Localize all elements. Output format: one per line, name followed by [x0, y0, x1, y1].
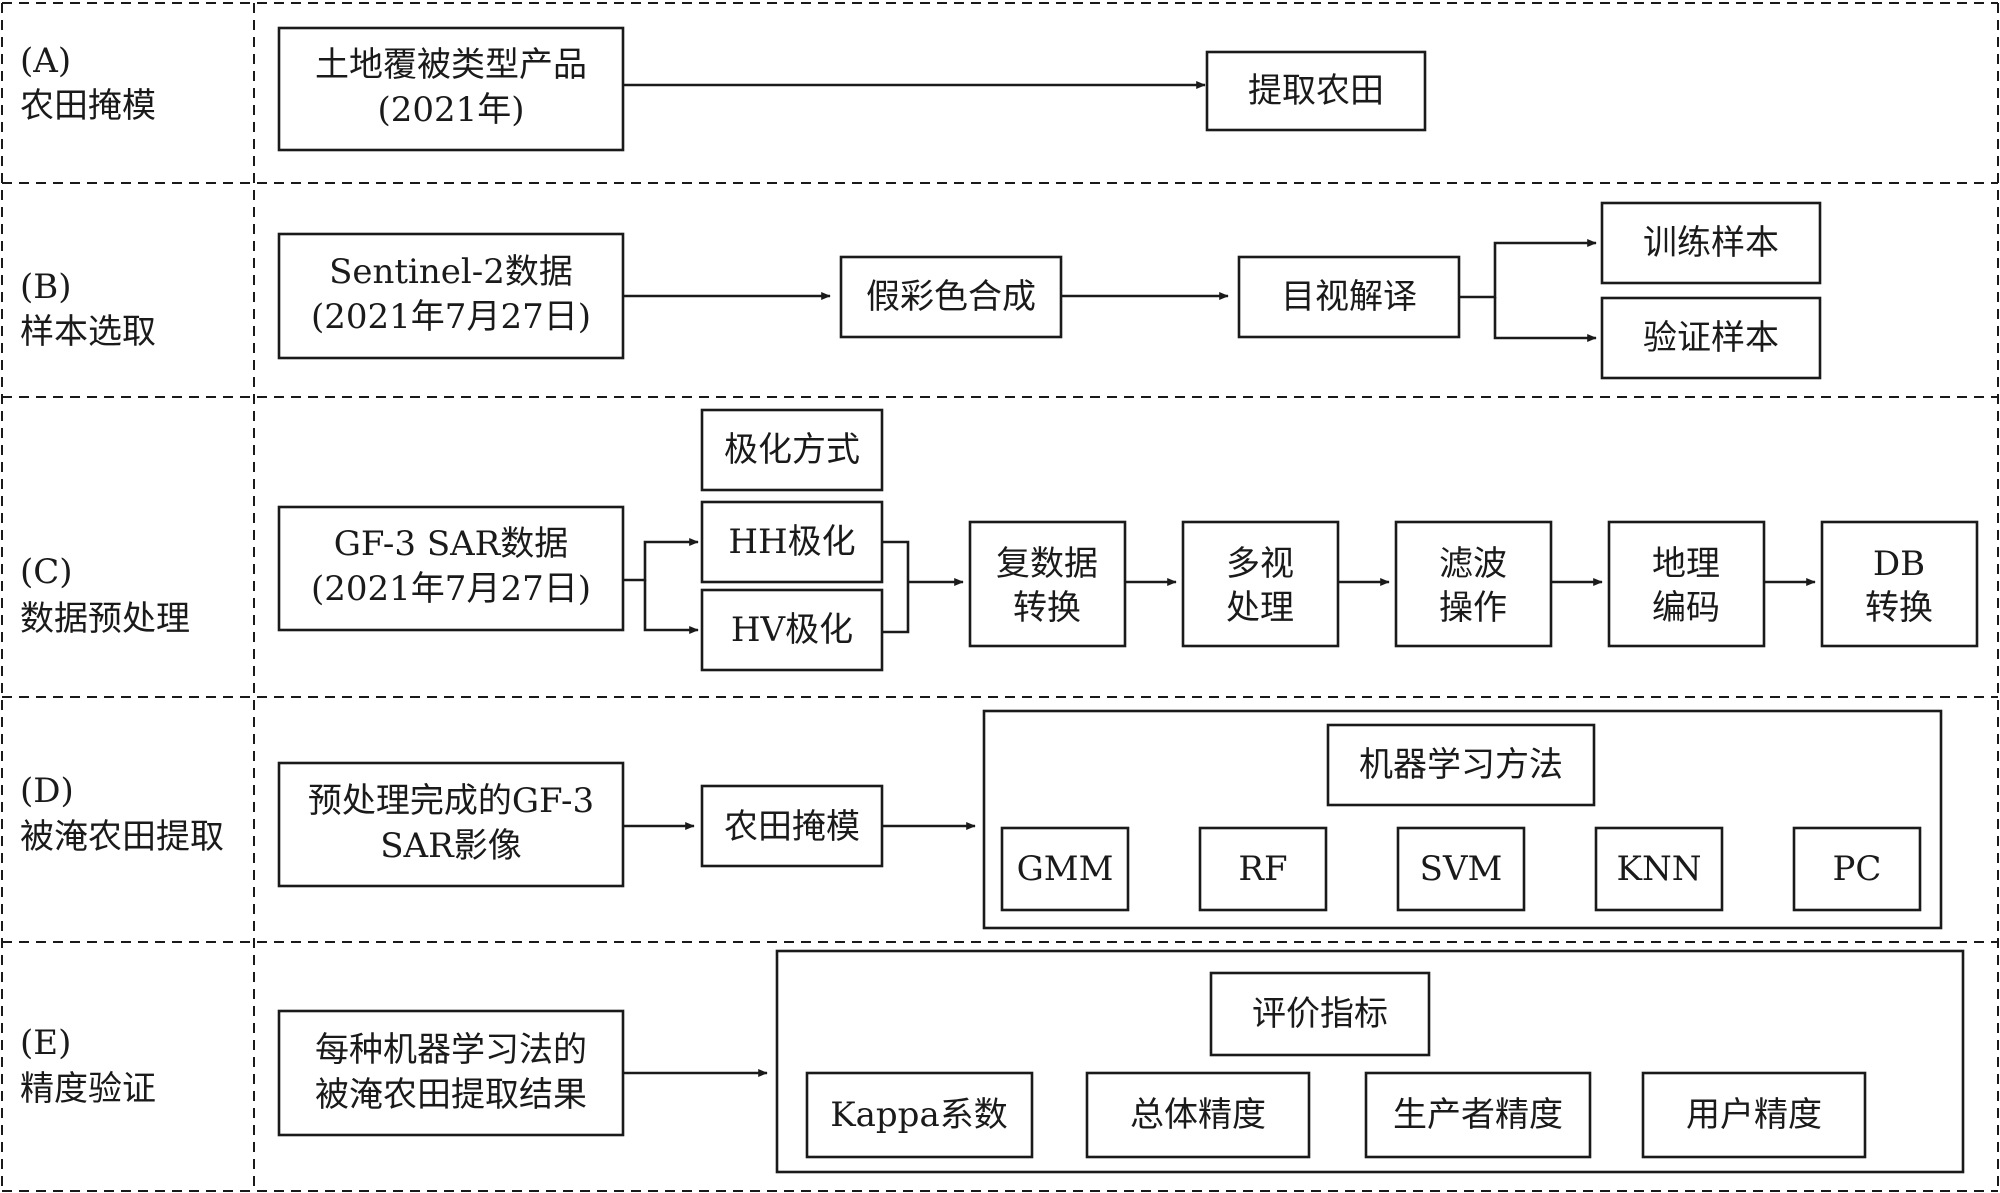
section-b-name: 样本选取: [20, 312, 156, 352]
row-b: Sentinel-2数据 (2021年7月27日) 假彩色合成 目视解译 训练样…: [277, 201, 1822, 380]
section-c-tag: (C): [20, 552, 73, 592]
hh-polarization-label: HH极化: [728, 522, 855, 562]
complex-data-conversion-box: [968, 520, 1127, 648]
method-pc-box: [1792, 826, 1922, 912]
multilook-line1: 多视: [1226, 544, 1294, 584]
method-svm-label: SVM: [1420, 849, 1503, 889]
validation-samples-label: 验证样本: [1643, 318, 1779, 358]
section-d-name: 被淹农田提取: [20, 817, 224, 857]
method-rf-label: RF: [1238, 849, 1287, 889]
arrow-c-split-lower: [643, 580, 699, 634]
preprocessed-image-line2: SAR影像: [380, 826, 521, 866]
ml-methods-title-box: [1326, 723, 1596, 807]
metric-overall-accuracy-label: 总体精度: [1130, 1095, 1266, 1135]
filtering-line1: 滤波: [1439, 544, 1507, 584]
sentinel-data-line2: (2021年7月27日): [311, 297, 591, 337]
metrics-title-box: [1209, 971, 1431, 1057]
section-e-name: 精度验证: [20, 1069, 156, 1109]
section-labels: (A) 农田掩模 (B) 样本选取 (C) 数据预处理 (D) 被淹农田提取 (…: [20, 41, 224, 1109]
method-knn-label: KNN: [1617, 849, 1702, 889]
geocoding-box: [1607, 520, 1766, 648]
hh-polarization-box: [700, 500, 884, 584]
polarization-mode-label: 极化方式: [724, 430, 860, 470]
metric-user-accuracy-label: 用户精度: [1686, 1095, 1822, 1135]
farmland-mask-label: 农田掩模: [724, 807, 860, 847]
visual-interpretation-label: 目视解译: [1281, 277, 1417, 317]
complex-data-conversion-line2: 转换: [1013, 588, 1081, 628]
validation-samples-box: [1600, 296, 1822, 380]
hv-polarization-box: [700, 588, 884, 672]
farmland-mask-box: [700, 784, 884, 868]
complex-data-conversion-line1: 复数据: [996, 544, 1098, 584]
method-knn-box: [1594, 826, 1724, 912]
row-a: 土地覆被类型产品 (2021年) 提取农田: [277, 26, 1427, 152]
row-c: GF-3 SAR数据 (2021年7月27日) 极化方式 HH极化 HV极化 复…: [277, 408, 1979, 672]
metric-kappa-box: [805, 1071, 1034, 1159]
merge-bracket: [882, 540, 910, 634]
method-svm-box: [1396, 826, 1526, 912]
gf3-data-line1: GF-3 SAR数据: [334, 524, 569, 564]
land-cover-product-line1: 土地覆被类型产品: [315, 45, 587, 85]
metric-producer-accuracy-box: [1364, 1071, 1592, 1159]
method-rf-box: [1198, 826, 1328, 912]
section-a-tag: (A): [20, 41, 71, 81]
metrics-panel: [775, 949, 1965, 1174]
hv-polarization-label: HV极化: [731, 610, 853, 650]
extraction-results-line2: 被淹农田提取结果: [315, 1075, 587, 1115]
extraction-results-box: [277, 1009, 625, 1137]
arrow-b3-lower: [1493, 297, 1597, 342]
db-conversion-box: [1820, 520, 1979, 648]
metric-producer-accuracy-label: 生产者精度: [1393, 1095, 1563, 1135]
arrow-b3-upper: [1459, 239, 1597, 299]
section-c-name: 数据预处理: [20, 599, 190, 639]
method-gmm-box: [1000, 826, 1130, 912]
preprocessed-image-box: [277, 761, 625, 888]
filtering-line2: 操作: [1439, 588, 1507, 628]
section-e-tag: (E): [20, 1023, 71, 1063]
extract-farmland-box: [1205, 50, 1427, 132]
method-pc-label: PC: [1833, 849, 1882, 889]
metric-user-accuracy-box: [1641, 1071, 1867, 1159]
gf3-data-box: [277, 505, 625, 632]
preprocessed-image-line1: 预处理完成的GF-3: [308, 781, 594, 821]
geocoding-line2: 编码: [1652, 588, 1720, 628]
ml-methods-panel: [982, 709, 1943, 930]
extract-farmland-label: 提取农田: [1248, 71, 1384, 111]
multilook-line2: 处理: [1226, 588, 1294, 628]
extraction-results-line1: 每种机器学习法的: [315, 1030, 587, 1070]
multilook-box: [1181, 520, 1340, 648]
method-gmm-label: GMM: [1017, 849, 1114, 889]
section-a-name: 农田掩模: [20, 86, 156, 126]
metrics-title: 评价指标: [1252, 994, 1388, 1034]
metric-overall-accuracy-box: [1085, 1071, 1311, 1159]
metric-kappa-label: Kappa系数: [830, 1095, 1007, 1135]
land-cover-product-line2: (2021年): [377, 90, 524, 130]
sentinel-data-line1: Sentinel-2数据: [329, 252, 573, 292]
training-samples-box: [1600, 201, 1822, 285]
ml-methods-title: 机器学习方法: [1359, 745, 1563, 785]
training-samples-label: 训练样本: [1643, 223, 1779, 263]
gf3-data-line2: (2021年7月27日): [311, 569, 591, 609]
false-color-label: 假彩色合成: [866, 277, 1036, 317]
row-d: 预处理完成的GF-3 SAR影像 农田掩模 机器学习方法 GMM RF SVM …: [277, 709, 1943, 930]
arrow-c-split-upper: [623, 538, 699, 582]
visual-interpretation-box: [1237, 255, 1461, 339]
section-d-tag: (D): [20, 771, 74, 811]
db-conversion-line2: 转换: [1865, 588, 1933, 628]
land-cover-product-box: [277, 26, 625, 152]
polarization-mode-box: [700, 408, 884, 492]
row-e: 每种机器学习法的 被淹农田提取结果 评价指标 Kappa系数 总体精度 生产者精…: [277, 949, 1965, 1174]
section-b-tag: (B): [20, 267, 72, 307]
db-conversion-line1: DB: [1873, 544, 1925, 584]
filtering-box: [1394, 520, 1553, 648]
sentinel-data-box: [277, 232, 625, 360]
geocoding-line1: 地理: [1652, 544, 1720, 584]
